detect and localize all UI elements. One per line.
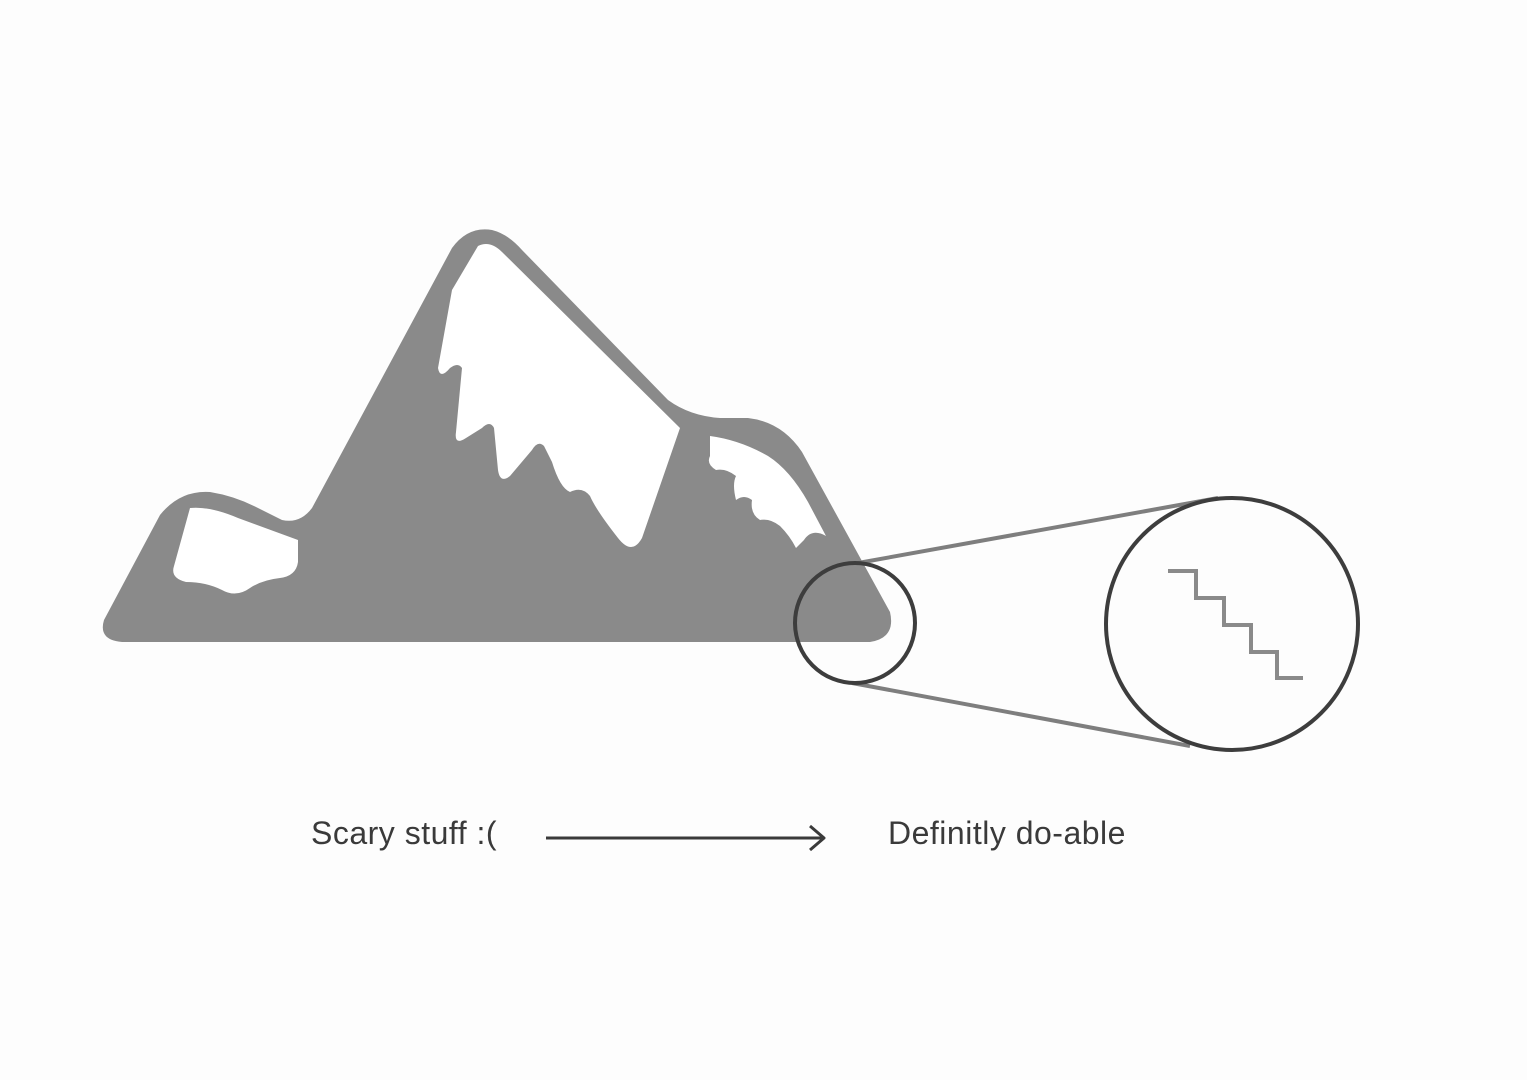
zoom-circle-icon <box>1106 498 1358 750</box>
arrow-right-icon <box>540 820 840 860</box>
mountain-icon <box>103 229 891 642</box>
caption-from: Scary stuff :( <box>311 815 497 852</box>
caption-to: Definitly do-able <box>888 815 1126 852</box>
